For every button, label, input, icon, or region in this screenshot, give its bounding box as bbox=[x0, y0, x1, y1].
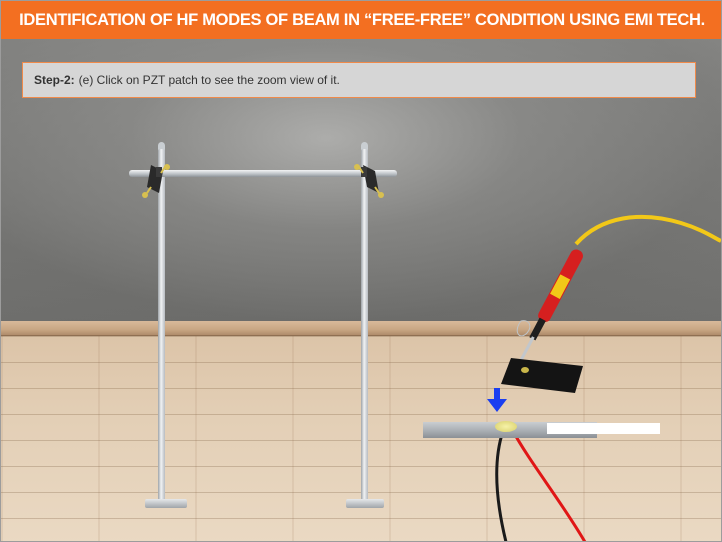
stand-crossbar bbox=[129, 170, 397, 177]
left-pole-tip bbox=[158, 142, 165, 152]
instruction-text: (e) Click on PZT patch to see the zoom v… bbox=[78, 73, 340, 87]
right-stand-base bbox=[346, 499, 384, 508]
step-label: Step-2: bbox=[34, 73, 75, 87]
down-arrow-icon bbox=[487, 388, 507, 412]
pzt-patch[interactable] bbox=[495, 421, 517, 432]
right-stand-pole bbox=[361, 149, 368, 506]
left-stand-base bbox=[145, 499, 187, 508]
left-stand-pole bbox=[158, 149, 165, 506]
beam-end-section bbox=[547, 423, 660, 434]
right-pole-tip bbox=[361, 142, 368, 152]
page-title: IDENTIFICATION OF HF MODES OF BEAM IN “F… bbox=[19, 10, 705, 29]
right-clamp-icon bbox=[354, 164, 384, 198]
pzt-plate bbox=[501, 358, 583, 393]
page-header: IDENTIFICATION OF HF MODES OF BEAM IN “F… bbox=[1, 1, 721, 39]
instruction-panel: Step-2: (e) Click on PZT patch to see th… bbox=[22, 62, 696, 98]
left-clamp-icon bbox=[142, 164, 170, 198]
